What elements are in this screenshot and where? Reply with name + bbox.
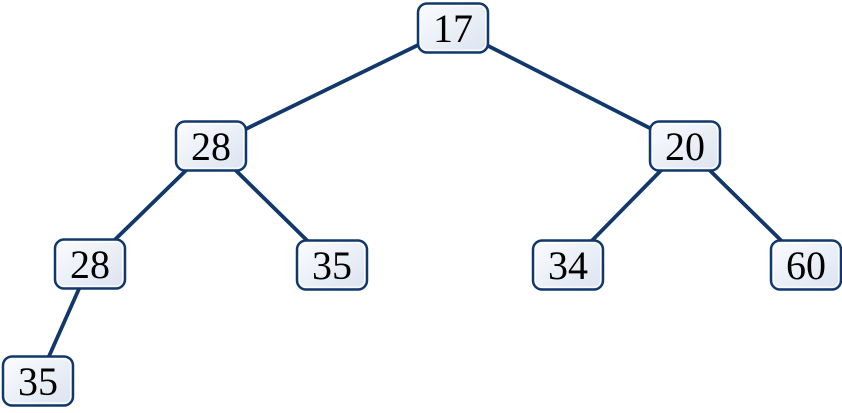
tree-node-box (648, 120, 722, 172)
tree-node-inner-highlight (651, 123, 719, 169)
tree-node-inner-highlight (772, 242, 840, 288)
tree-edge-root-l (210, 26, 454, 148)
tree-node-inner-highlight (4, 358, 72, 404)
tree-node-label: 34 (548, 243, 588, 288)
tree-node-box (174, 120, 248, 172)
tree-node-label: 35 (18, 359, 58, 404)
tree-node-lll: 35 (1, 355, 75, 407)
tree-node-inner-highlight (298, 242, 366, 288)
tree-node-l: 28 (174, 120, 248, 172)
tree-edges-layer (36, 26, 808, 382)
tree-node-inner-highlight (534, 242, 602, 288)
tree-node-lr: 35 (295, 239, 369, 291)
tree-node-label: 60 (786, 243, 826, 288)
tree-node-inner-highlight (177, 123, 245, 169)
tree-node-label: 28 (191, 124, 231, 169)
tree-node-rr: 60 (769, 239, 842, 291)
tree-node-box (53, 238, 127, 290)
tree-node-label: 35 (312, 243, 352, 288)
tree-edge-root-r (452, 26, 686, 148)
tree-nodes-layer: 17 28 20 28 35 34 60 35 (1, 2, 842, 407)
tree-node-label: 28 (70, 242, 110, 287)
tree-node-label: 17 (433, 6, 473, 51)
tree-node-rl: 34 (531, 239, 605, 291)
tree-node-root: 17 (416, 2, 490, 54)
tree-node-box (295, 239, 369, 291)
tree-node-box (531, 239, 605, 291)
tree-node-inner-highlight (419, 5, 487, 51)
tree-node-box (1, 355, 75, 407)
tree-node-label: 20 (665, 124, 705, 169)
tree-node-ll: 28 (53, 238, 127, 290)
tree-node-inner-highlight (56, 241, 124, 287)
tree-node-r: 20 (648, 120, 722, 172)
tree-node-box (769, 239, 842, 291)
tree-node-box (416, 2, 490, 54)
